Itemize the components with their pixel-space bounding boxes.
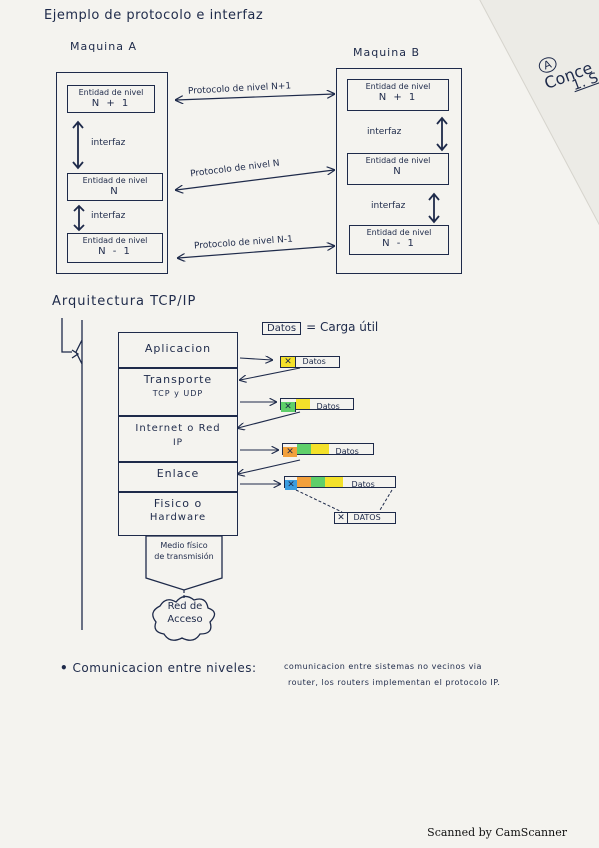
machine-a-label: Maquina A (70, 40, 137, 53)
layer-name: Internet o Red (135, 423, 221, 434)
medium-shape (145, 535, 223, 591)
entity-b-n: Entidad de nivel N (347, 153, 449, 185)
machine-b-label: Maquina B (353, 46, 420, 59)
entity-a-n: Entidad de nivel N (67, 173, 163, 201)
interface-arrow-a2 (73, 204, 85, 232)
frame-box: ✕ DATOS (334, 512, 396, 524)
entity-a-n-plus-1: Entidad de nivel N + 1 (67, 85, 155, 113)
flow-arrow-4 (238, 411, 301, 428)
bullet-label-text: Comunicacion entre niveles: (72, 661, 257, 675)
packet-internet: ✕ Datos (282, 443, 374, 457)
medium-line1: Medio físico (160, 541, 208, 550)
entity-label: Entidad de nivel (82, 236, 148, 245)
entity-level: N - 1 (382, 238, 416, 249)
access-line2: Acceso (167, 614, 203, 625)
payload-legend: Datos = Carga útil (262, 316, 378, 335)
access-cloud (152, 595, 216, 641)
entity-b-n-plus-1: Entidad de nivel N + 1 (347, 79, 449, 111)
packet-app: ✕ Datos (280, 356, 340, 368)
interface-arrow-a1 (72, 120, 84, 170)
bullet-line2: router, los routers implementan el proto… (288, 678, 501, 687)
protocol-arrow-n (176, 170, 334, 190)
machine-a-box: Entidad de nivel N + 1 interfaz Entidad … (56, 72, 168, 274)
frame-dash-left (295, 489, 343, 513)
medium-line2: de transmisión (154, 552, 214, 561)
frame-dash-right (379, 489, 393, 511)
layer-name: Transporte (143, 373, 213, 386)
payload-equals: = Carga útil (306, 320, 379, 334)
stack-bracket (61, 318, 83, 630)
entity-level: N - 1 (98, 246, 132, 257)
interface-label-a2: interfaz (91, 211, 126, 221)
layer-name: Enlace (156, 467, 200, 480)
entity-label: Entidad de nivel (78, 88, 144, 97)
layer-enlace: Enlace (118, 462, 238, 492)
machine-b-box: Entidad de nivel N + 1 interfaz Entidad … (336, 68, 462, 274)
packet-link: ✕ Datos (284, 476, 396, 490)
access-label: Red de Acceso (160, 600, 210, 626)
interface-label-b2: interfaz (371, 201, 406, 211)
payload-datos: Datos (262, 322, 302, 335)
layer-name: Fisico o (153, 497, 203, 510)
packet-datos: Datos (302, 357, 326, 366)
entity-level: N + 1 (91, 98, 131, 109)
protocol-arrows (72, 0, 448, 300)
access-line1: Red de (167, 601, 203, 612)
frame-datos: DATOS (353, 513, 381, 522)
packet-datos: Datos (335, 447, 359, 456)
entity-level: N + 1 (378, 92, 418, 103)
protocol-arrow-n-minus-1 (178, 246, 334, 258)
bullet-label: • Comunicacion entre niveles: (60, 661, 257, 675)
entity-label: Entidad de nivel (365, 156, 431, 165)
scanner-footer: Scanned by CamScanner (427, 826, 567, 839)
entity-label: Entidad de nivel (365, 82, 431, 91)
protocol-arrow-n-plus-1 (176, 94, 334, 100)
interface-arrow-b2 (428, 192, 440, 224)
flow-arrow-2 (240, 367, 301, 380)
page-title: Ejemplo de protocolo e interfaz (44, 8, 264, 23)
packet-datos: Datos (316, 402, 340, 411)
entity-label: Entidad de nivel (82, 176, 148, 185)
packet-transport: ✕ Datos (280, 398, 354, 412)
layer-sub: Hardware (149, 512, 207, 523)
interface-label-b1: interfaz (367, 127, 402, 137)
medium-label: Medio físico de transmisión (152, 540, 216, 562)
entity-b-n-minus-1: Entidad de nivel N - 1 (349, 225, 449, 255)
layer-sub: TCP y UDP (152, 389, 204, 398)
flow-arrow-6 (238, 459, 301, 474)
layer-aplicacion: Aplicacion (118, 332, 238, 368)
layer-sub: IP (172, 438, 184, 448)
layer-internet: Internet o Red IP (118, 416, 238, 462)
entity-level: N (393, 166, 403, 177)
bullet-line1: comunicacion entre sistemas no vecinos v… (284, 662, 482, 671)
tcp-diagram-lines (61, 318, 393, 641)
interface-label-a1: interfaz (91, 138, 126, 148)
entity-level: N (110, 186, 120, 197)
tcp-title: Arquitectura TCP/IP (52, 294, 197, 309)
entity-a-n-minus-1: Entidad de nivel N - 1 (67, 233, 163, 263)
layer-name: Aplicacion (144, 342, 212, 355)
packet-datos: Datos (351, 480, 375, 489)
entity-label: Entidad de nivel (366, 228, 432, 237)
flow-arrow-1 (239, 358, 272, 360)
layer-transporte: Transporte TCP y UDP (118, 368, 238, 416)
interface-arrow-b1 (436, 116, 448, 152)
